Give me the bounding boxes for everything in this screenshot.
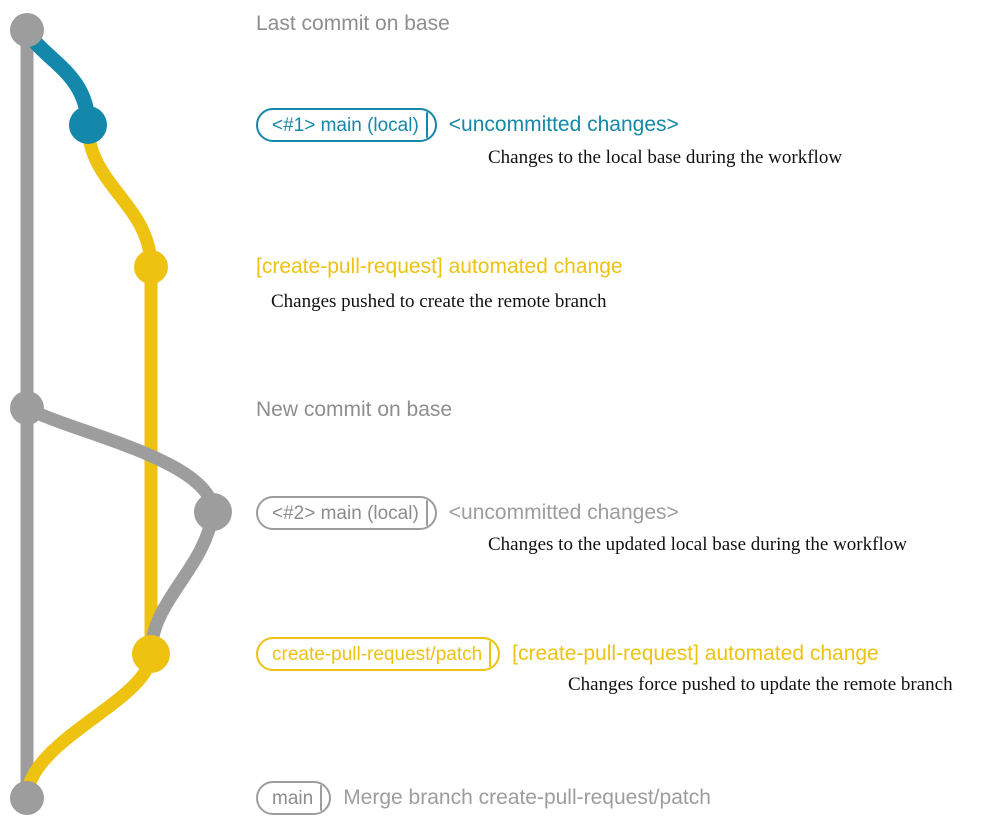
lane-local-gray-out xyxy=(20,401,220,519)
branch-badge-main-local-2[interactable]: <#2> main (local) xyxy=(256,496,437,530)
row-note-local-2: Changes to the updated local base during… xyxy=(488,534,907,555)
lane-local-gray-in xyxy=(144,505,220,661)
commit-node-automated-change-1 xyxy=(134,250,168,284)
commit-subject: [create-pull-request] automated change xyxy=(512,642,879,665)
commit-subject: New commit on base xyxy=(256,398,453,421)
row-automated-change-1: [create-pull-request] automated change xyxy=(256,250,623,284)
row-merge-commit: main Merge branch create-pull-request/pa… xyxy=(256,781,711,815)
row-local-2: <#2> main (local) <uncommitted changes> xyxy=(256,496,679,530)
commit-graph xyxy=(10,13,232,815)
commit-subject: Last commit on base xyxy=(256,12,450,35)
commit-node-merge xyxy=(10,781,44,815)
commit-node-local-1 xyxy=(69,106,107,144)
commit-subject: <uncommitted changes> xyxy=(448,501,679,524)
commit-node-local-2 xyxy=(194,493,232,531)
branch-badge-create-pull-request-patch[interactable]: create-pull-request/patch xyxy=(256,637,501,671)
commit-node-automated-change-2 xyxy=(132,635,170,673)
lane-remote-yellow-upper xyxy=(81,118,158,661)
row-note-automated-change-1: Changes pushed to create the remote bran… xyxy=(271,291,607,312)
row-note-local-1: Changes to the local base during the wor… xyxy=(488,147,843,168)
row-local-1: <#1> main (local) <uncommitted changes> xyxy=(256,108,679,142)
branch-badge-main-local-1[interactable]: <#1> main (local) xyxy=(256,108,437,142)
row-automated-change-2: create-pull-request/patch [create-pull-r… xyxy=(256,637,879,671)
commit-subject: <uncommitted changes> xyxy=(448,113,679,136)
row-note-automated-change-2: Changes force pushed to update the remot… xyxy=(568,674,953,695)
row-new-commit-on-base: New commit on base xyxy=(256,399,452,420)
row-last-commit-on-base: Last commit on base xyxy=(256,13,450,34)
lane-remote-yellow-merge xyxy=(20,647,158,805)
commit-node-new-commit-on-base xyxy=(10,391,44,425)
branch-badge-main[interactable]: main xyxy=(256,781,332,815)
commit-subject: Merge branch create-pull-request/patch xyxy=(343,786,711,809)
commit-subject: [create-pull-request] automated change xyxy=(256,255,623,278)
commit-node-last-commit-on-base xyxy=(10,13,44,47)
